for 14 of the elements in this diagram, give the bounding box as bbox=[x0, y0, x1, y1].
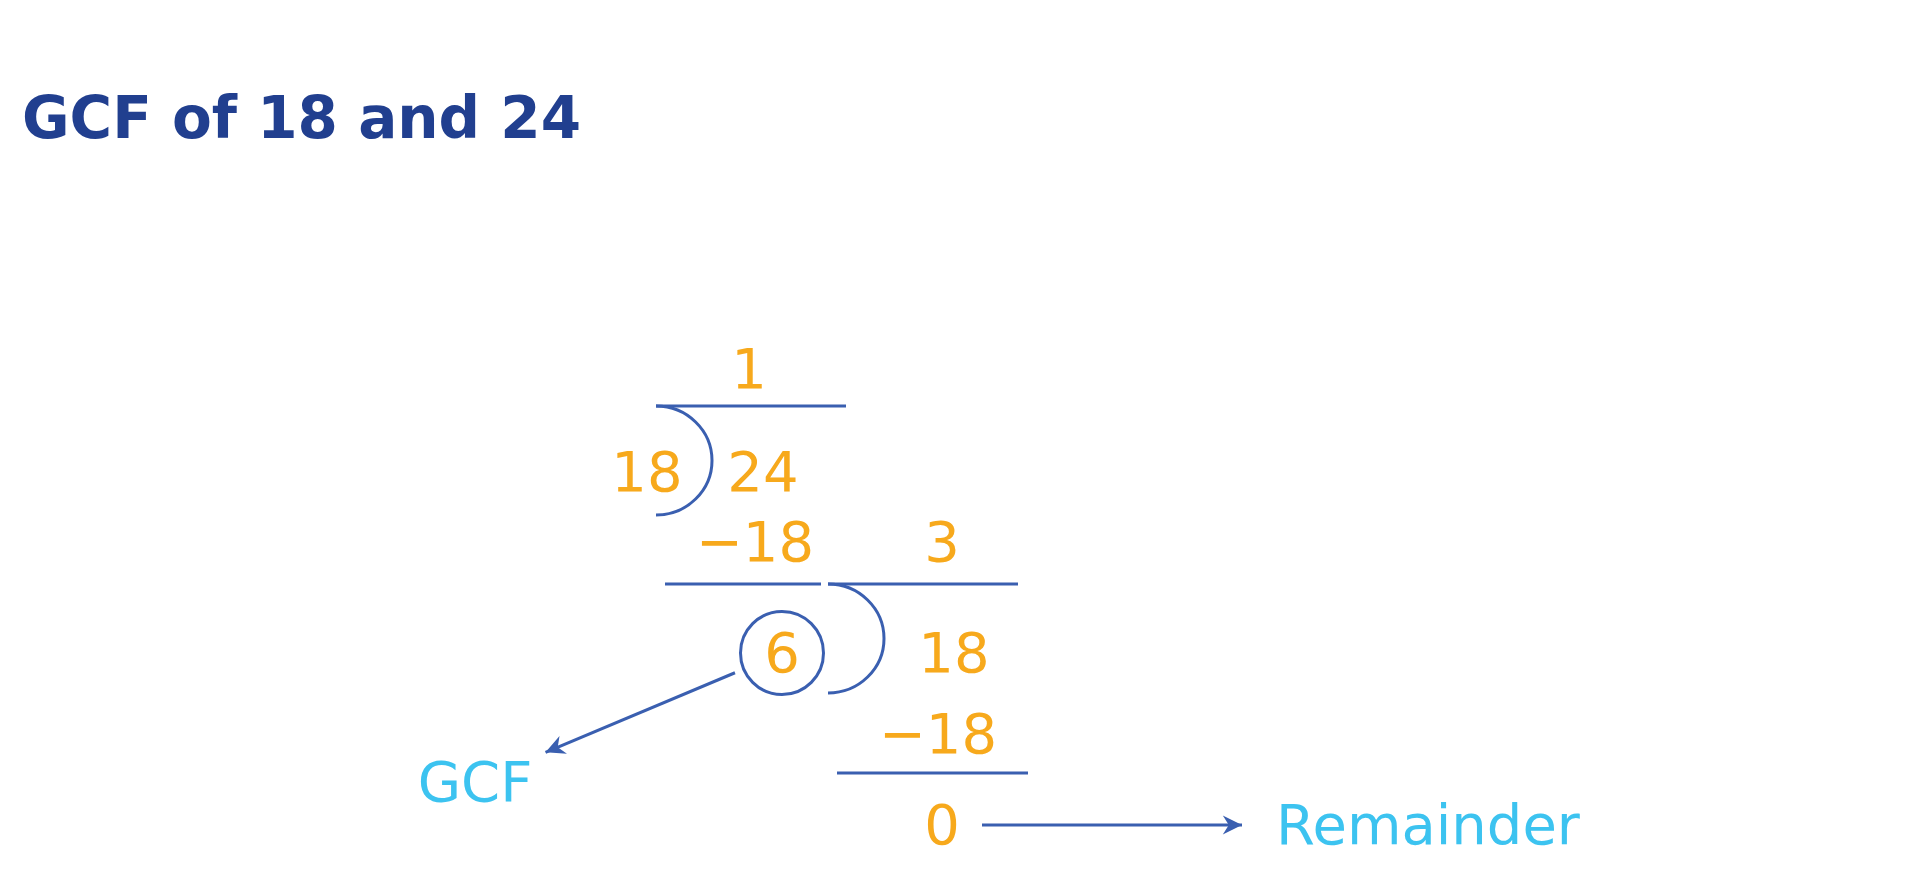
arrow bbox=[982, 815, 1242, 835]
number-label: 1 bbox=[730, 337, 768, 401]
number-label: −18 bbox=[694, 510, 816, 574]
number-label: −18 bbox=[877, 702, 999, 766]
arrow bbox=[544, 671, 736, 754]
number-label: 24 bbox=[726, 440, 800, 504]
number-label: 18 bbox=[610, 440, 684, 504]
number-label: 3 bbox=[923, 510, 961, 574]
number-label: 18 bbox=[917, 621, 991, 685]
result-label: Remainder bbox=[1248, 793, 1608, 857]
number-label: 0 bbox=[910, 793, 974, 857]
circled-number: 6 bbox=[739, 610, 825, 696]
result-label: GCF bbox=[410, 750, 540, 814]
title: GCF of 18 and 24 bbox=[22, 85, 582, 151]
